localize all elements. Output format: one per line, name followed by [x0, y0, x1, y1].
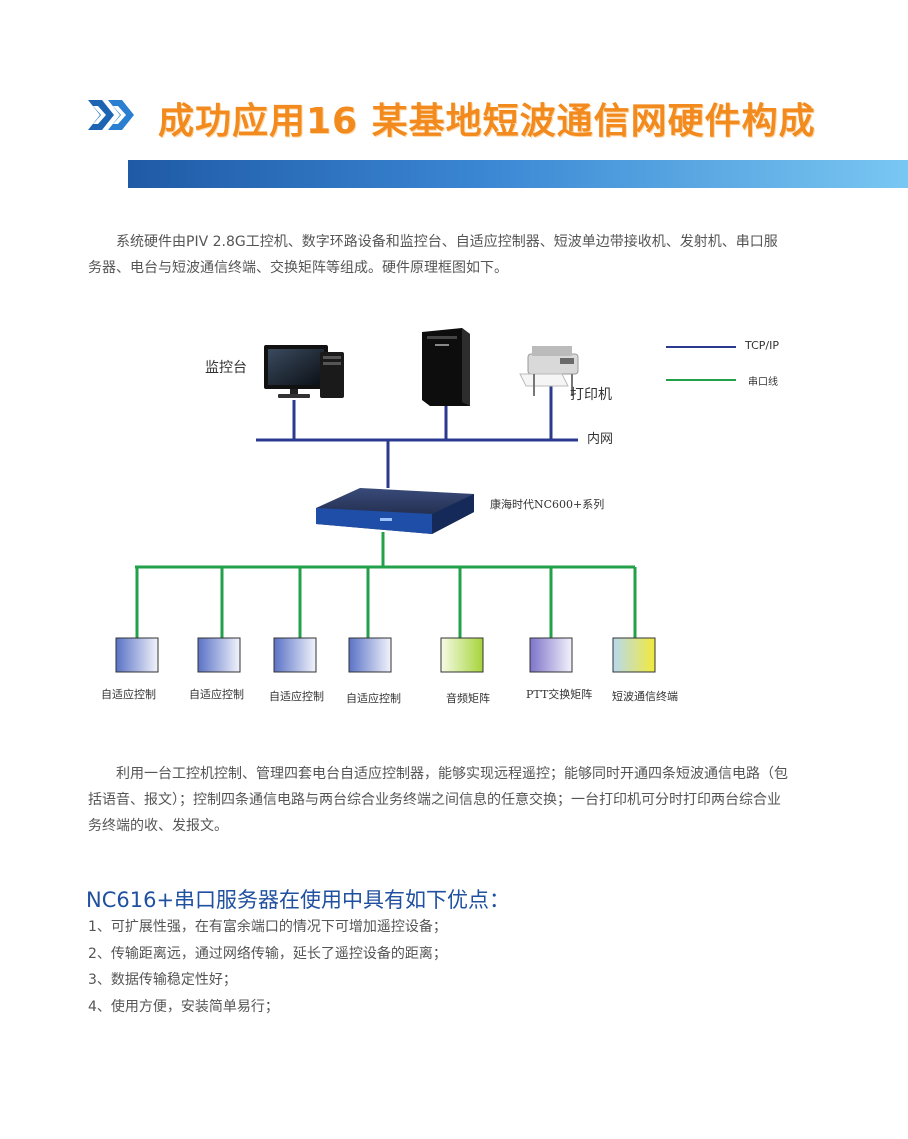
legend [666, 346, 736, 381]
device-label-1: 自适应控制 [101, 688, 156, 701]
legend-tcpip-label: TCP/IP [745, 339, 779, 352]
title-banner-bar [128, 160, 908, 188]
advantages-list: 1、可扩展性强，在有富余端口的情况下可增加遥控设备； 2、传输距离远，通过网络传… [88, 914, 447, 1020]
serial-server-device-icon [316, 488, 474, 534]
device-box-4 [348, 637, 392, 673]
monitor-station-label: 监控台 [205, 360, 247, 376]
legend-serial-label: 串口线 [748, 377, 778, 388]
device-boxes [115, 637, 656, 673]
server-label: 康海时代NC600+系列 [490, 498, 605, 511]
device-box-2 [197, 637, 241, 673]
desktop-computer-icon [264, 345, 344, 398]
device-box-5 [440, 637, 484, 673]
intro-paragraph: 系统硬件由PIV 2.8G工控机、数字环路设备和监控台、自适应控制器、短波单边带… [88, 234, 778, 276]
device-label-6: PTT交换矩阵 [526, 688, 593, 701]
list-item: 1、可扩展性强，在有富余端口的情况下可增加遥控设备； [88, 919, 447, 935]
device-box-7 [612, 637, 656, 673]
printer-icon [519, 346, 579, 396]
tower-server-icon [422, 328, 470, 406]
device-label-7: 短波通信终端 [612, 690, 678, 703]
list-item: 4、使用方便，安装简单易行； [88, 998, 279, 1015]
lan-label: 内网 [587, 432, 614, 447]
serial-links [135, 532, 637, 638]
device-label-2: 自适应控制 [189, 688, 244, 701]
tcpip-links [256, 384, 578, 488]
device-label-4: 自适应控制 [346, 692, 401, 705]
list-item: 3、数据传输稳定性好； [88, 972, 237, 988]
device-box-3 [273, 637, 317, 673]
hardware-diagram [115, 328, 736, 673]
list-item: 2、传输距离远，通过网络传输，延长了遥控设备的距离； [88, 945, 447, 962]
advantages-title: NC616+串口服务器在使用中具有如下优点： [86, 888, 511, 912]
double-chevron-icon [88, 100, 134, 130]
device-label-3: 自适应控制 [269, 690, 324, 703]
page-title: 成功应用16 某基地短波通信网硬件构成 [158, 101, 816, 142]
usage-paragraph: 利用一台工控机控制、管理四套电台自适应控制器，能够实现远程遥控；能够同时开通四条… [88, 766, 788, 834]
device-label-5: 音频矩阵 [446, 692, 490, 705]
device-box-6 [529, 637, 573, 673]
printer-label: 打印机 [570, 387, 612, 403]
device-box-1 [115, 637, 159, 673]
